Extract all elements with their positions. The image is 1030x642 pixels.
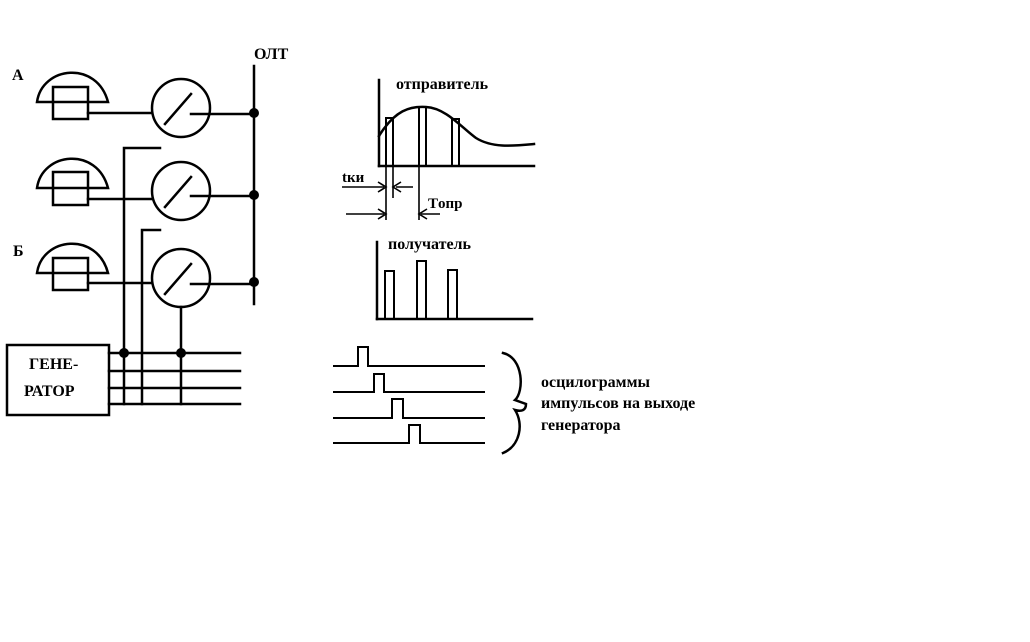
oscillograms-label-line2: импульсов на выходе: [541, 395, 695, 412]
junction-dot: [119, 348, 129, 358]
telephone-set-a: [35, 71, 110, 121]
receiver-label: получатель: [388, 236, 472, 253]
handset-icon: [35, 71, 110, 104]
topr-label: Tопр: [428, 196, 463, 212]
receiver-waveform: [375, 240, 534, 321]
handset-icon: [35, 157, 110, 190]
telephone-body: [51, 85, 90, 121]
electronic-switch-2: [150, 160, 256, 222]
tki-label: tки: [342, 170, 365, 186]
curly-brace: [501, 351, 528, 455]
telephone-set-b: [35, 242, 110, 292]
generator-block: ГЕНЕ- РАТОР: [5, 343, 111, 417]
subscriber-b-label: Б: [13, 243, 24, 260]
generator-label-line2: РАТОР: [24, 383, 75, 400]
olt-label: ОЛТ: [254, 46, 289, 63]
oscillograms-label-line3: генератора: [541, 417, 621, 434]
generator-oscillograms: [333, 346, 485, 444]
telephone-body: [51, 170, 90, 207]
electronic-switch-1: [150, 77, 256, 139]
junction-dot: [249, 190, 259, 200]
electronic-switch-3: [150, 247, 256, 309]
junction-dot: [249, 108, 259, 118]
subscriber-a-label: А: [12, 67, 24, 84]
handset-icon: [35, 242, 110, 275]
telephone-body: [51, 256, 90, 292]
sender-label: отправитель: [396, 76, 489, 93]
junction-dot: [249, 277, 259, 287]
junction-dot: [176, 348, 186, 358]
sender-waveform: [377, 78, 536, 168]
oscillograms-label-line1: осцилограммы: [541, 374, 650, 391]
telephone-set-middle: [35, 157, 110, 207]
timing-markers: [342, 166, 440, 220]
generator-label-line1: ГЕНЕ-: [29, 356, 78, 373]
generator-output-lines: [107, 351, 242, 406]
